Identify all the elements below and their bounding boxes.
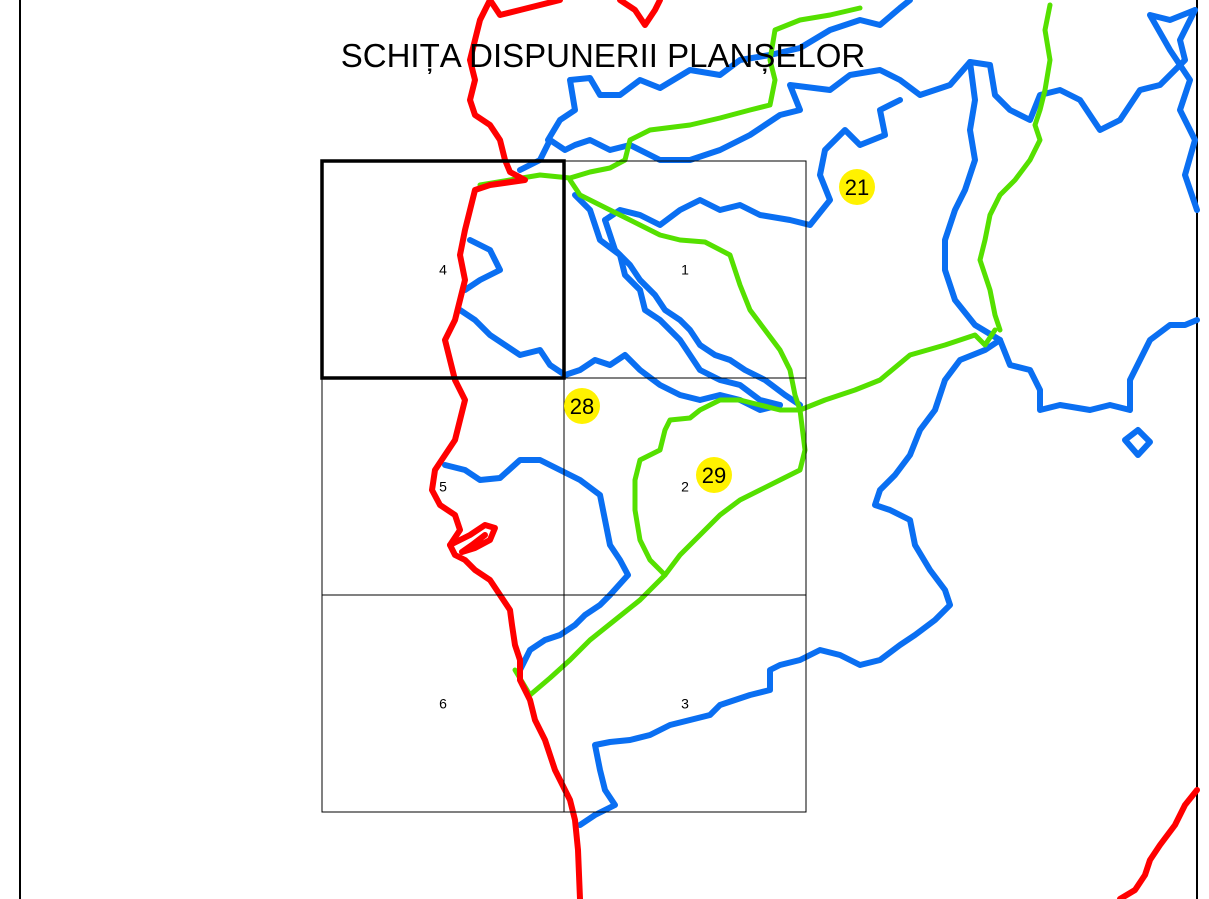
marker-label-29: 29 [702,463,726,488]
blue-boundary-sheet4-lower [457,307,783,413]
sheet-cell-4[interactable] [320,159,566,380]
red-boundaries [429,0,1200,899]
green-boundaries [477,2,1053,698]
red-boundary-peninsula [447,522,498,555]
marker-28: 28 [564,388,600,424]
marker-label-21: 21 [845,175,869,200]
green-boundary-diagonal-south [512,572,668,698]
blue-boundary-central-east [997,317,1200,413]
blue-boundaries [442,0,1200,828]
red-boundary-north-spur [487,0,663,28]
red-boundary-main [429,0,583,899]
sheet-label-2: 2 [681,479,689,495]
blue-boundary-ridge-vertical [942,59,1003,343]
blue-boundary-sheet1-river [602,217,803,408]
marker-label-28: 28 [570,394,594,419]
blue-boundary-sheet1-west [572,192,783,408]
green-boundary-central [797,327,998,413]
red-boundary-southeast [1117,787,1200,899]
sheet-label-6: 6 [439,696,447,712]
blue-boundary-diagonal-east [577,337,1003,828]
sheet-label-4: 4 [439,262,447,278]
green-boundary-sheet2-loop [632,397,808,578]
sheet-grid: 4 1 5 2 6 3 [320,159,807,813]
blue-boundary-sheet4-loop [462,237,503,293]
marker-circle-21 [839,169,875,205]
sheet-label-1: 1 [681,262,689,278]
sheet-label-3: 3 [681,696,689,712]
map-title: SCHIȚA DISPUNERII PLANȘELOR [341,37,865,74]
marker-29: 29 [696,457,732,493]
blue-boundary-small-square [1122,427,1153,458]
green-boundary-sheet1 [567,177,803,413]
blue-boundary-north [545,0,913,143]
sheet-cell-3[interactable] [563,594,807,813]
marker-circle-29 [696,457,732,493]
marker-circle-28 [564,388,600,424]
blue-boundary-sheet1-upper [602,97,903,228]
blue-boundary-upper-ridge [517,7,1198,173]
marker-21: 21 [839,169,875,205]
sheet-label-5: 5 [439,479,447,495]
blue-boundary-sheet5-inner [442,457,631,673]
blue-boundary-east-loop [1147,7,1200,213]
green-boundary-east-ridge [977,2,1053,333]
